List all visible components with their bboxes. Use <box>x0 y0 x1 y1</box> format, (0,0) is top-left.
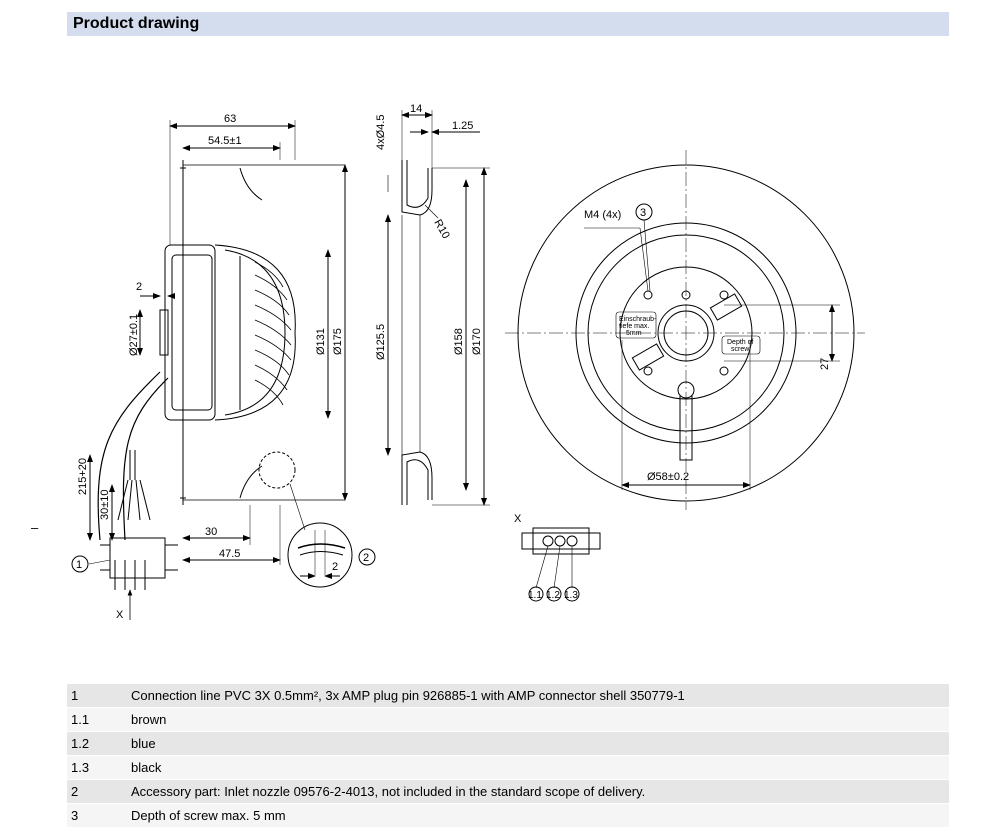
screw-text-de-3: 5mm <box>626 330 642 337</box>
legend-num: 1.3 <box>67 755 127 780</box>
dim-27-front: 27 <box>819 358 831 370</box>
stray-dash: – <box>31 520 39 535</box>
screw-text-en-1: Depth of <box>727 339 754 346</box>
legend-row: 1.3 black <box>67 755 949 780</box>
nozzle-view-labels: 14 1.25 4xØ4.5 R10 Ø125.5 Ø158 Ø170 <box>375 103 483 360</box>
dim-2-detail: 2 <box>332 561 338 573</box>
cable <box>97 371 161 541</box>
dim-r10: R10 <box>431 218 451 241</box>
screw-text-en-2: screw <box>731 346 750 353</box>
legend-text: blue <box>127 731 949 756</box>
balance-weight <box>709 293 743 321</box>
rotor-dome <box>214 244 296 421</box>
callout-2: 2 <box>363 552 369 564</box>
legend-num: 1.2 <box>67 731 127 756</box>
plug-connector <box>109 537 166 579</box>
legend-row: 3 Depth of screw max. 5 mm <box>67 803 949 828</box>
pin-label-1-1: 1.1 <box>528 590 542 601</box>
dim-215: 215+20 <box>77 458 89 495</box>
legend-num: 2 <box>67 779 127 804</box>
side-view-labels: 63 54.5±1 2 Ø27±0.1 Ø131 Ø175 215+20 30±… <box>76 113 369 621</box>
detail-view-circle <box>287 522 353 588</box>
legend-row: 1.1 brown <box>67 707 949 732</box>
dim-58: Ø58±0.2 <box>647 471 689 483</box>
motor-housing <box>164 244 216 421</box>
connector-view-labels: X 1.1 1.2 1.3 <box>514 513 578 601</box>
dim-170: Ø170 <box>471 328 483 355</box>
dim-2-top: 2 <box>136 281 142 293</box>
cable-exit <box>679 395 693 461</box>
detail-marker-circle <box>258 451 296 489</box>
legend-text: Depth of screw max. 5 mm <box>127 803 949 828</box>
cooling-fins <box>254 261 292 406</box>
dim-47-5: 47.5 <box>219 548 240 560</box>
dim-30: 30 <box>205 526 217 538</box>
legend-row: 1.2 blue <box>67 731 949 756</box>
dim-158: Ø158 <box>453 328 465 355</box>
connector-body <box>521 532 601 550</box>
dim-27: Ø27±0.1 <box>128 314 140 356</box>
dim-175: Ø175 <box>332 328 344 355</box>
screw-text-de-1: Einschraub- <box>619 316 657 323</box>
legend-row: 1 Connection line PVC 3X 0.5mm², 3x AMP … <box>67 684 949 708</box>
product-drawing: 63 54.5±1 2 Ø27±0.1 Ø131 Ø175 215+20 30±… <box>71 103 865 621</box>
connector-x-label: X <box>514 513 522 525</box>
legend-num: 3 <box>67 803 127 828</box>
dim-131: Ø131 <box>315 328 327 355</box>
callout-1: 1 <box>76 559 82 571</box>
legend-num: 1 <box>67 684 127 708</box>
side-x-label: X <box>116 609 124 621</box>
side-view <box>71 120 376 620</box>
pin-label-1-2: 1.2 <box>546 590 560 601</box>
front-view <box>505 150 865 510</box>
callout-3: 3 <box>640 207 646 219</box>
legend-num: 1.1 <box>67 707 127 732</box>
nozzle-view <box>385 110 490 506</box>
callout-2-circle <box>358 548 376 566</box>
front-view-labels: M4 (4x) 3 Einschraub- tiefe max. 5mm Dep… <box>584 207 831 483</box>
legend-row: 2 Accessory part: Inlet nozzle 09576-2-4… <box>67 779 949 804</box>
dim-4x45: 4xØ4.5 <box>375 115 387 150</box>
connector-view <box>521 527 601 602</box>
section-title: Product drawing <box>73 15 200 32</box>
legend-table: 1 Connection line PVC 3X 0.5mm², 3x AMP … <box>67 684 949 828</box>
screw-text-de-2: tiefe max. <box>619 323 649 330</box>
dim-63: 63 <box>224 113 236 125</box>
callout-1-circle <box>71 555 89 573</box>
blade-curve <box>239 167 263 499</box>
shaft <box>159 309 169 356</box>
section-header: Product drawing <box>67 12 949 36</box>
screw-holes <box>643 290 729 376</box>
dim-54-5: 54.5±1 <box>208 135 242 147</box>
dim-125-5: Ø125.5 <box>375 324 387 360</box>
legend-text: Connection line PVC 3X 0.5mm², 3x AMP pl… <box>127 684 949 708</box>
dim-30-10: 30±10 <box>99 489 111 520</box>
dim-14: 14 <box>410 103 422 115</box>
pin-label-1-3: 1.3 <box>564 590 578 601</box>
m4-label: M4 (4x) <box>584 209 621 221</box>
dim-1-25: 1.25 <box>452 120 473 132</box>
legend-text: brown <box>127 707 949 732</box>
legend-text: black <box>127 755 949 780</box>
legend-text: Accessory part: Inlet nozzle 09576-2-401… <box>127 779 949 804</box>
